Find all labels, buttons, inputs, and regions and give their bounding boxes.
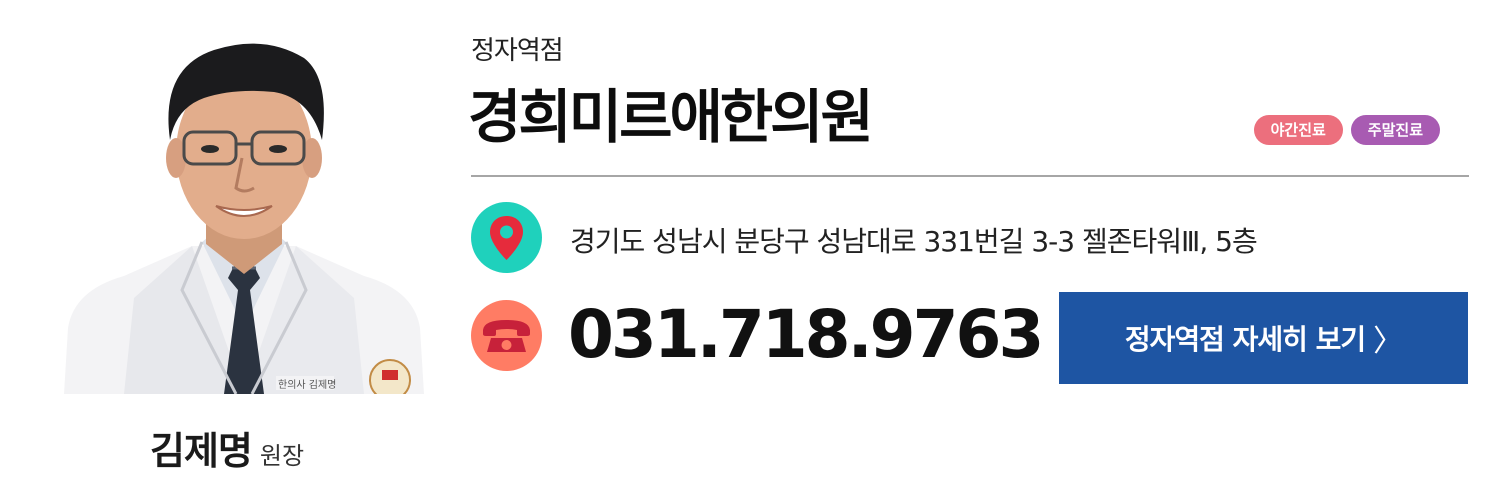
gown-name-tag: 한의사 김제명 xyxy=(276,376,336,391)
doctor-name: 김제명 xyxy=(150,429,253,473)
branch-name: 정자역점 xyxy=(471,36,564,66)
branch-detail-button[interactable]: 정자역점 자세히 보기〉 xyxy=(1059,292,1468,384)
branch-detail-button-label: 정자역점 자세히 보기 xyxy=(1124,323,1366,356)
chevron-right-icon: 〉 xyxy=(1373,324,1403,359)
clinic-address: 경기도 성남시 분당구 성남대로 331번길 3-3 젤존타워Ⅲ, 5층 xyxy=(570,225,1258,258)
service-badges: 야간진료 주말진료 xyxy=(1253,115,1440,145)
clinic-name: 경희미르애한의원 xyxy=(468,83,874,151)
divider xyxy=(471,175,1469,177)
map-pin-icon xyxy=(471,202,542,273)
clinic-phone-number[interactable]: 031.718.9763 xyxy=(568,296,1044,373)
doctor-title: 원장 xyxy=(259,442,305,470)
night-clinic-badge: 야간진료 xyxy=(1253,115,1343,145)
doctor-photo: 한의사 김제명 xyxy=(64,43,424,394)
telephone-icon xyxy=(471,300,542,371)
svg-text:한의사 김제명: 한의사 김제명 xyxy=(278,379,336,391)
weekend-clinic-badge: 주말진료 xyxy=(1350,115,1440,145)
